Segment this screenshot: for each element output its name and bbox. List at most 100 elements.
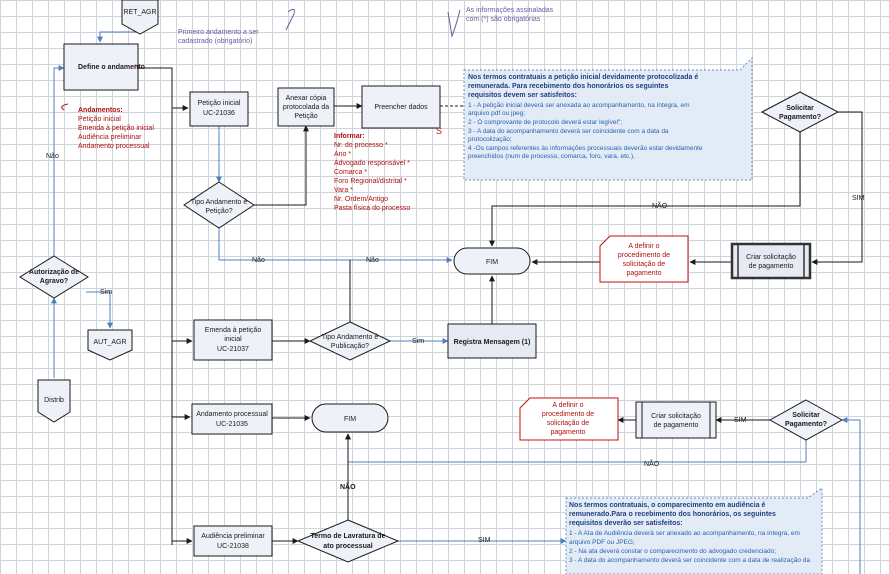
label-nao-pet: Não: [252, 257, 265, 264]
informar-item-7: Nr. Ordem/Antigo: [334, 196, 388, 203]
note-top-title-2: remunerada. Para recebimento dos honorár…: [468, 83, 668, 90]
andamentos-item-3: Audiência preliminar: [78, 134, 142, 141]
tipo-publicacao-decision: Tipo Andamento é Publicação?: [308, 321, 392, 361]
annotations: Primeiro andamento a ser cadastrado (obr…: [61, 7, 554, 212]
emenda-line3: UC-21037: [217, 346, 249, 353]
preencher-node: Preencher dados: [361, 85, 441, 129]
assinaladas-line1: As informações assinaladas: [466, 7, 554, 14]
fim-top-label: FIM: [486, 259, 498, 266]
ret-agr-label: RET_AGR: [123, 9, 156, 16]
fim-top-node: FIM: [453, 247, 531, 275]
define-required-mark: *: [134, 64, 137, 71]
solicitar-pagamento-top: Solicitar Pagamento?: [760, 91, 840, 133]
andamentos-item-1: Petição inicial: [78, 116, 121, 123]
informar-title: Informar:: [334, 133, 365, 140]
solicitar-pagamento-mid: Solicitar Pagamento?: [768, 399, 844, 441]
sol-top-line1: Solicitar: [786, 105, 814, 112]
termo-line1: Termo de Lavratura de: [311, 533, 386, 540]
note-top-title-3: requisitos devem ser satisfeitos:: [468, 92, 577, 99]
define-label: Define o andamento: [78, 64, 145, 71]
a-definir-mid-1: A definir o: [552, 402, 583, 409]
aut-line2: Agravo?: [40, 278, 68, 285]
tipo-peticao-line1: Tipo Andamento é: [191, 199, 248, 206]
termo-lavratura-decision: Termo de Lavratura de ato processual: [296, 519, 400, 563]
andamentos-item-4: Andamento processual: [78, 143, 150, 150]
and-proc-line2: UC-21035: [216, 421, 248, 428]
tipo-peticao-line2: Petição?: [205, 208, 232, 215]
criar-mid-line1: Criar solicitação: [651, 413, 701, 420]
edge-labels: Não Sim Não Não Sim NÃO SIM SIM NÃO NÃO …: [46, 153, 865, 544]
aut-line1: Autorização de: [29, 269, 79, 276]
aut-agr-label: AUT_AGR: [93, 339, 126, 346]
edge-sol-sim-criar: [811, 111, 863, 265]
note-peticao: Nos termos contratuais a petição inicial…: [463, 56, 753, 181]
edge-trunk: [138, 67, 173, 545]
andamentos-title: Andamentos:: [78, 107, 123, 114]
label-sim-pub: Sim: [412, 338, 424, 345]
criar-top-line2: de pagamento: [749, 263, 794, 270]
a-definir-mid-4: pagamento: [550, 429, 585, 436]
note-audiencia: Nos termos contratuais, o comparecimento…: [565, 487, 823, 574]
sol-top-line2: Pagamento?: [779, 114, 821, 121]
informar-item-6: Vara *: [334, 187, 353, 194]
a-definir-top-3: solicitação de: [623, 261, 666, 268]
a-definir-top-4: pagamento: [626, 270, 661, 277]
a-definir-mid-node: A definir o procedimento de solicitação …: [519, 397, 619, 441]
bracket-andamentos: [61, 103, 69, 111]
fim-mid-label: FIM: [344, 416, 356, 423]
fim-mid-node: FIM: [311, 403, 389, 433]
aut-agr-node: AUT_AGR: [87, 329, 133, 361]
anexar-line1: Anexar cópia: [286, 95, 327, 102]
note-bottom-item-4: 3 - A data do acompanhamento deverá ser …: [569, 557, 810, 564]
preencher-label: Preencher dados: [374, 104, 428, 111]
assinaladas-line2: com (*) são obrigatórias: [466, 16, 541, 23]
note-top-item-4: 3 - A data do acompanhamento deverá ser …: [468, 128, 669, 135]
a-definir-top-2: procedimento de: [618, 252, 670, 259]
edge-tipo-anexar: [248, 125, 309, 206]
label-sim-mid: SIM: [734, 417, 747, 424]
label-nao-top: NÃO: [652, 201, 668, 210]
emenda-node: Emenda à petição inicial UC-21037: [193, 319, 273, 361]
label-nao-pet2: Não: [366, 257, 379, 264]
informar-item-1: Nr. do processo *: [334, 142, 388, 149]
sol-mid-line2: Pagamento?: [785, 421, 827, 428]
define-andamento-node: Define o andamento *: [63, 43, 145, 91]
sol-mid-line1: Solicitar: [792, 412, 820, 419]
audiencia-preliminar-node: Audiência preliminar UC-21038: [193, 525, 273, 557]
tipo-pub-line1: Tipo Andamento é: [322, 334, 379, 341]
distrib-node: Distrib: [37, 379, 71, 423]
a-definir-mid-3: solicitação de: [547, 420, 590, 427]
note-top-item-3: 2 - O comprovante de protocolo deverá es…: [468, 119, 622, 126]
s-mark: S: [436, 126, 442, 136]
note-top-item-5: protocolização;: [468, 136, 512, 143]
note-top-title-1: Nos termos contratuais a petição inicial…: [468, 74, 698, 81]
note-top-item-6: 4 -Os campos referentes às informações p…: [468, 145, 703, 152]
aud-line1: Audiência preliminar: [201, 533, 265, 540]
emenda-line1: Emenda à petição: [205, 327, 262, 334]
anexar-line2: protocolada da: [283, 104, 329, 111]
a-definir-mid-2: procedimento de: [542, 411, 594, 418]
note-top-item-7: preenchidos (num de processo, comarca, f…: [468, 153, 635, 160]
primeiro-line2: cadastrado (obrigatório): [178, 38, 252, 45]
ret-agr-node: RET_AGR: [121, 0, 159, 35]
anexar-line3: Petição: [294, 113, 317, 120]
connectors: [51, 28, 863, 574]
edge-sol-nao-fim: [489, 132, 801, 247]
a-definir-top-1: A definir o: [628, 243, 659, 250]
note-bottom-title-1: Nos termos contratuais, o comparecimento…: [569, 502, 766, 509]
label-sim-termo: SIM: [478, 537, 491, 544]
informar-item-8: Pasta física do processo: [334, 205, 410, 212]
note-bottom-item-1: 1 - A Ata de Audiência deverá ser anexad…: [569, 530, 800, 537]
label-sim-left: Sim: [100, 289, 112, 296]
edge-aut-define: [53, 65, 65, 256]
criar-top-line1: Criar solicitação: [746, 254, 796, 261]
note-top-item-2: arquivo pdf ou jpeg;: [468, 110, 525, 117]
label-nao-mid: NÃO: [644, 459, 660, 468]
note-bottom-item-2: arquivo PDF ou JPEG;: [569, 539, 635, 546]
note-bottom-item-3: 2 - Na ata deverá constar o comparecimen…: [569, 548, 776, 555]
note-top-item-1: 1 - A petição inicial deverá ser anexada…: [468, 102, 690, 109]
edge-aut-autagr: [86, 291, 113, 329]
and-proc-line1: Andamento processual: [196, 411, 268, 418]
